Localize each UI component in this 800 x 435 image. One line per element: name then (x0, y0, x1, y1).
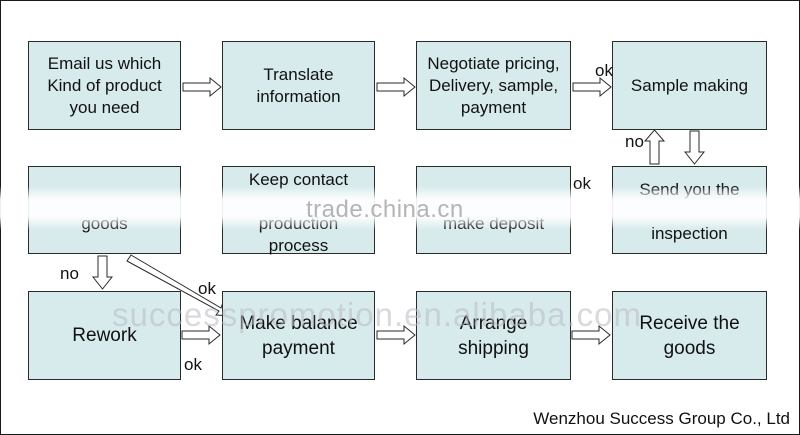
arrow-shipping-to-receive (571, 324, 611, 346)
label-ok-top: ok (595, 61, 613, 80)
box-receive-goods-text: Receive the goods (639, 312, 740, 359)
box-balance-payment-text: Make balance payment (239, 312, 358, 359)
box-translate-text: Translate information (256, 64, 341, 106)
arrow-rework-to-balance (181, 324, 221, 346)
arrow-balance-to-shipping (376, 324, 416, 346)
watermark-band (0, 186, 800, 230)
box-arrange-shipping-text: Arrange shipping (458, 312, 529, 359)
watermark-site-2: successpromotion.en.alibaba.com (112, 296, 642, 333)
box-email-us: Email us which Kind of product you need (28, 41, 181, 130)
arrow-sample-down (683, 130, 706, 165)
company-name: Wenzhou Success Group Co., Ltd (533, 409, 790, 428)
box-receive-goods: Receive the goods (612, 291, 767, 380)
box-rework-text: Rework (72, 324, 137, 346)
box-rework: Rework (28, 291, 181, 380)
watermark-site: trade.china.cn (306, 196, 464, 223)
box-sample-making: Sample making (612, 41, 767, 130)
label-no-left: no (60, 264, 79, 283)
label-ok-diagonal: ok (198, 279, 216, 298)
box-balance-payment: Make balance payment (222, 291, 375, 380)
arrow-no-up (643, 129, 666, 165)
arrow-translate-to-negotiate (376, 76, 416, 98)
box-translate: Translate information (222, 41, 375, 130)
box-negotiate-text: Negotiate pricing, Delivery, sample, pay… (427, 53, 560, 117)
box-sample-making-text: Sample making (630, 75, 749, 95)
box-arrange-shipping: Arrange shipping (416, 291, 571, 380)
arrow-goods-to-rework (91, 255, 114, 290)
box-negotiate: Negotiate pricing, Delivery, sample, pay… (416, 41, 571, 130)
arrow-negotiate-to-sample (572, 76, 612, 98)
label-ok-bottom: ok (184, 355, 202, 374)
box-email-us-text: Email us which Kind of product you need (47, 53, 162, 117)
arrow-email-to-translate (182, 76, 222, 98)
label-no-right: no (625, 132, 644, 151)
